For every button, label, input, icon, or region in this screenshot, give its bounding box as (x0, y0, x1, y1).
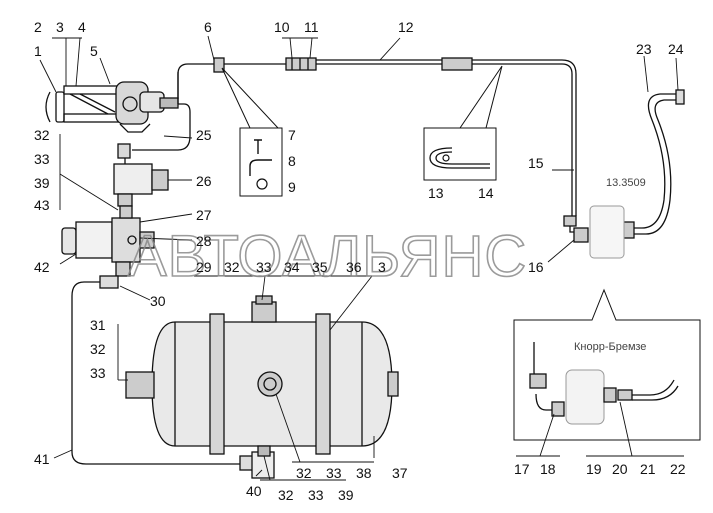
label-32-base: 32 (278, 487, 294, 503)
label-18: 18 (540, 461, 556, 477)
leader-lines (39, 35, 684, 481)
label-36: 36 (346, 259, 362, 275)
label-29: 29 (196, 259, 212, 275)
label-33-top: 33 (256, 259, 272, 275)
detail-box-tube (423, 127, 497, 181)
label-9: 9 (288, 179, 296, 195)
label-21: 21 (640, 461, 656, 477)
label-41: 41 (34, 451, 50, 467)
label-8: 8 (288, 153, 296, 169)
label-13: 13 (428, 185, 444, 201)
label-24: 24 (668, 41, 684, 57)
label-1: 1 (34, 43, 42, 59)
label-33-bottom: 33 (326, 465, 342, 481)
label-22: 22 (670, 461, 686, 477)
inset-label: Кнорр-Бремзе (574, 341, 646, 353)
label-40: 40 (246, 483, 262, 499)
label-15: 15 (528, 155, 544, 171)
label-39-left: 39 (34, 175, 50, 191)
label-3: 3 (56, 19, 64, 35)
label-14: 14 (478, 185, 494, 201)
pipe-25 (132, 103, 191, 151)
label-39-base: 39 (338, 487, 354, 503)
label-31: 31 (90, 317, 106, 333)
label-5: 5 (90, 43, 98, 59)
regulator-unit (61, 205, 155, 277)
label-33-base: 33 (308, 487, 324, 503)
label-17: 17 (514, 461, 530, 477)
label-20: 20 (612, 461, 628, 477)
label-2: 2 (34, 19, 42, 35)
label-35: 35 (312, 259, 328, 275)
label-32-tank: 32 (90, 341, 106, 357)
air-tank (125, 295, 399, 457)
label-33-tank: 33 (90, 365, 106, 381)
detail-box-clamp (239, 127, 283, 197)
label-33-left: 33 (34, 151, 50, 167)
label-42: 42 (34, 259, 50, 275)
label-28: 28 (196, 233, 212, 249)
label-12: 12 (398, 19, 414, 35)
label-7: 7 (288, 127, 296, 143)
valve-assembly (45, 81, 179, 133)
tee-block (113, 143, 169, 207)
label-34: 34 (284, 259, 300, 275)
label-10: 10 (274, 19, 290, 35)
label-4: 4 (78, 19, 86, 35)
module-box (589, 205, 625, 259)
label-16: 16 (528, 259, 544, 275)
label-19: 19 (586, 461, 602, 477)
label-32-bottom: 32 (296, 465, 312, 481)
label-6: 6 (204, 19, 212, 35)
label-3-tank: 3 (378, 259, 386, 275)
inset-knorr (513, 288, 701, 441)
label-23: 23 (636, 41, 652, 57)
label-38: 38 (356, 465, 372, 481)
hose-23 (634, 93, 676, 229)
label-27: 27 (196, 207, 212, 223)
label-25: 25 (196, 127, 212, 143)
watermark: АВТОАЛЬЯНС (128, 224, 527, 289)
part-numbers: 2 3 4 1 5 6 10 11 12 7 8 9 13 14 15 16 2… (34, 19, 686, 503)
label-32-top: 32 (224, 259, 240, 275)
label-26: 26 (196, 173, 212, 189)
label-30: 30 (150, 293, 166, 309)
main-line (177, 57, 589, 243)
pipe-41 (71, 281, 242, 465)
module-code: 13.3509 (606, 177, 646, 189)
label-32-left: 32 (34, 127, 50, 143)
label-37: 37 (392, 465, 408, 481)
label-11: 11 (304, 19, 319, 35)
label-43: 43 (34, 197, 50, 213)
